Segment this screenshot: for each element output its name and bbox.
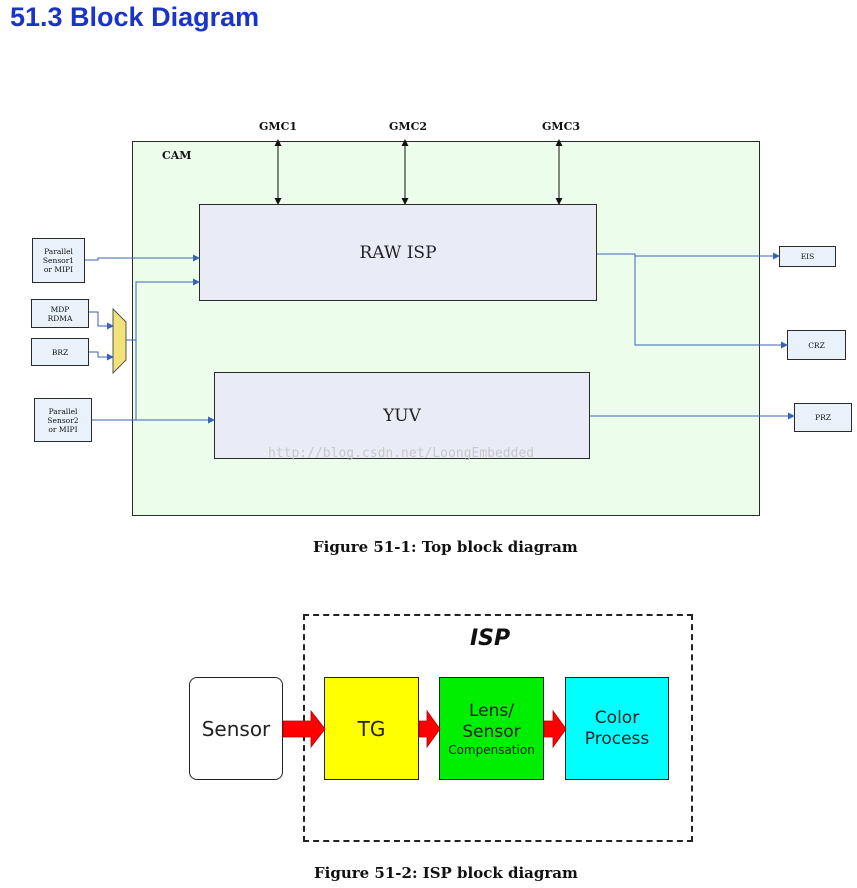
parallel-sensor2-box: Parallel Sensor2 or MIPI: [34, 398, 92, 442]
lens-label-line2: Sensor: [462, 721, 521, 742]
lens-label-line3: Compensation: [448, 742, 535, 757]
raw-isp-block: RAW ISP: [199, 204, 597, 301]
rawisp-to-crz-line: [634, 256, 788, 349]
raw-isp-label: RAW ISP: [359, 242, 437, 263]
sensor1-to-rawisp-line: [85, 254, 200, 262]
yuv-block: YUV: [214, 372, 590, 459]
lens-label-line1: Lens/: [469, 700, 514, 721]
figure1-caption: Figure 51-1: Top block diagram: [313, 538, 578, 556]
figure2-caption: Figure 51-2: ISP block diagram: [314, 864, 578, 882]
mux-to-rawisp-line: [126, 278, 200, 341]
prz-box: PRZ: [794, 403, 852, 432]
sensor-to-tg-arrow: [282, 709, 326, 749]
gmc2-label: GMC2: [389, 120, 427, 133]
mdp-rdma-box: MDP RDMA: [31, 299, 89, 328]
color-label-line1: Color: [594, 707, 640, 728]
eis-box: EIS: [779, 246, 836, 267]
tg-label: TG: [357, 716, 386, 741]
mux-shape: [112, 307, 127, 375]
color-process-box: Color Process: [565, 677, 669, 780]
rawisp-to-eis-line: [597, 252, 780, 260]
lens-compensation-box: Lens/ Sensor Compensation: [439, 677, 544, 780]
watermark-url: http://blog.csdn.net/LoongEmbedded: [268, 446, 535, 461]
tg-to-lens-arrow: [418, 709, 441, 749]
gmc1-label: GMC1: [259, 120, 297, 133]
brz-to-mux-line: [89, 351, 114, 361]
crz-box: CRZ: [787, 330, 846, 360]
isp-label: ISP: [470, 626, 511, 651]
yuv-label: YUV: [383, 405, 421, 426]
parallel-sensor1-box: Parallel Sensor1 or MIPI: [32, 238, 85, 283]
lens-to-color-arrow: [543, 709, 567, 749]
sensor-label: Sensor: [201, 716, 271, 741]
sensor-box: Sensor: [189, 677, 283, 780]
tg-box: TG: [324, 677, 419, 780]
mdp-to-mux-line: [89, 311, 114, 330]
cam-label: CAM: [162, 149, 192, 162]
brz-box: BRZ: [31, 338, 89, 366]
color-label-line2: Process: [584, 728, 650, 749]
gmc3-label: GMC3: [542, 120, 580, 133]
section-heading: 51.3 Block Diagram: [10, 2, 260, 32]
